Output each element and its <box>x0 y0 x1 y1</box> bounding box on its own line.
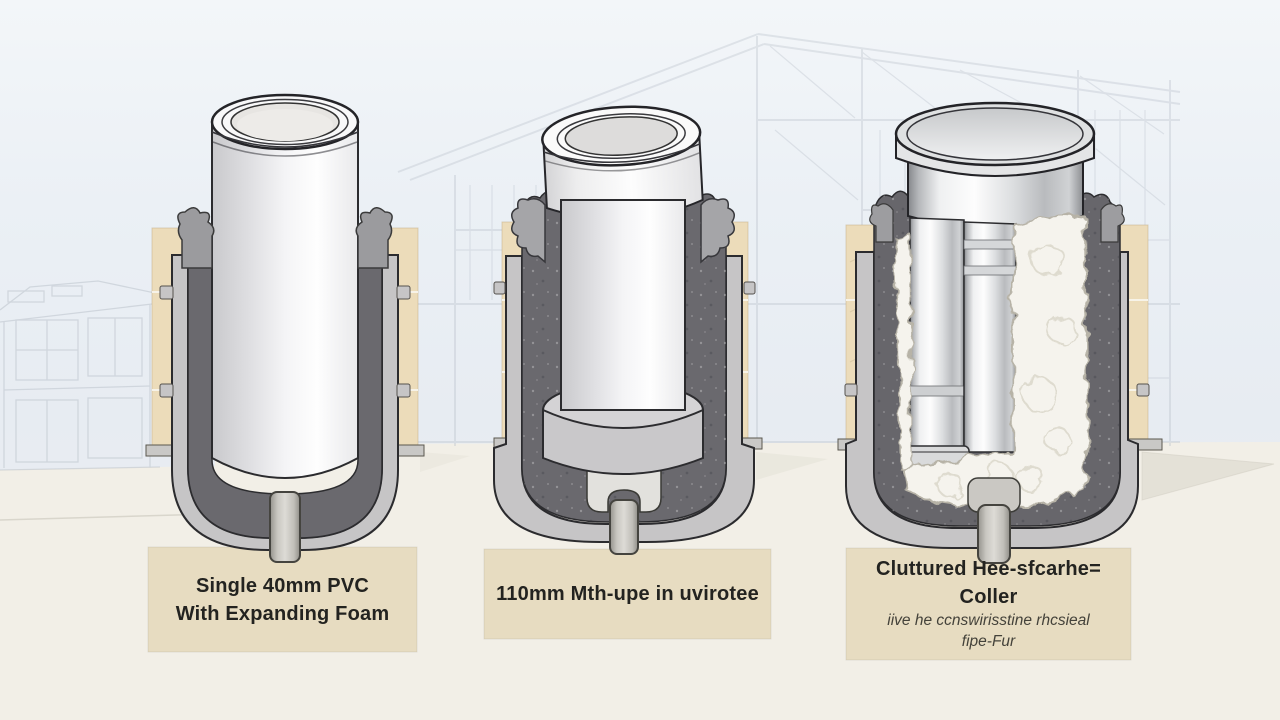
seal-bead-right-3 <box>1100 203 1125 243</box>
lower-ring-front-2 <box>542 408 704 475</box>
seal-bead-left-1 <box>177 207 215 269</box>
label-box-3 <box>845 547 1132 661</box>
background-sketch-left-building <box>0 280 161 471</box>
pipe-2 <box>560 199 686 411</box>
assembly-collar-foam <box>837 101 1163 564</box>
drain-stub-2 <box>609 499 639 555</box>
outer-shell-3 <box>845 251 1139 549</box>
seal-bead-left-2 <box>511 198 546 264</box>
ground-line <box>0 513 213 521</box>
assembly-40mm-pvc <box>145 93 425 563</box>
foam-sleeve-1 <box>187 251 383 539</box>
wall-tabs-3 <box>844 383 1150 397</box>
seal-bead-right-1 <box>355 207 393 269</box>
drain-stub-3 <box>977 504 1011 564</box>
pipe-collar-2 <box>541 105 704 221</box>
inner-pipe-mid-3 <box>963 221 1017 453</box>
label-box-1 <box>147 546 418 653</box>
assembly-110mm <box>493 105 763 555</box>
wall-tabs-1 <box>159 285 411 398</box>
inner-pipe-left-3 <box>909 217 965 449</box>
seal-bead-left-3 <box>869 203 894 243</box>
outer-shell-2 <box>493 255 755 543</box>
wall-tabs-2 <box>493 281 756 295</box>
seal-bead-right-2 <box>700 198 735 264</box>
label-box-2 <box>483 548 772 640</box>
pvc-pipe-1 <box>210 93 360 479</box>
drain-stub-1 <box>269 491 301 563</box>
ground-shadows <box>420 451 1275 501</box>
arch-block-2 <box>586 469 662 513</box>
